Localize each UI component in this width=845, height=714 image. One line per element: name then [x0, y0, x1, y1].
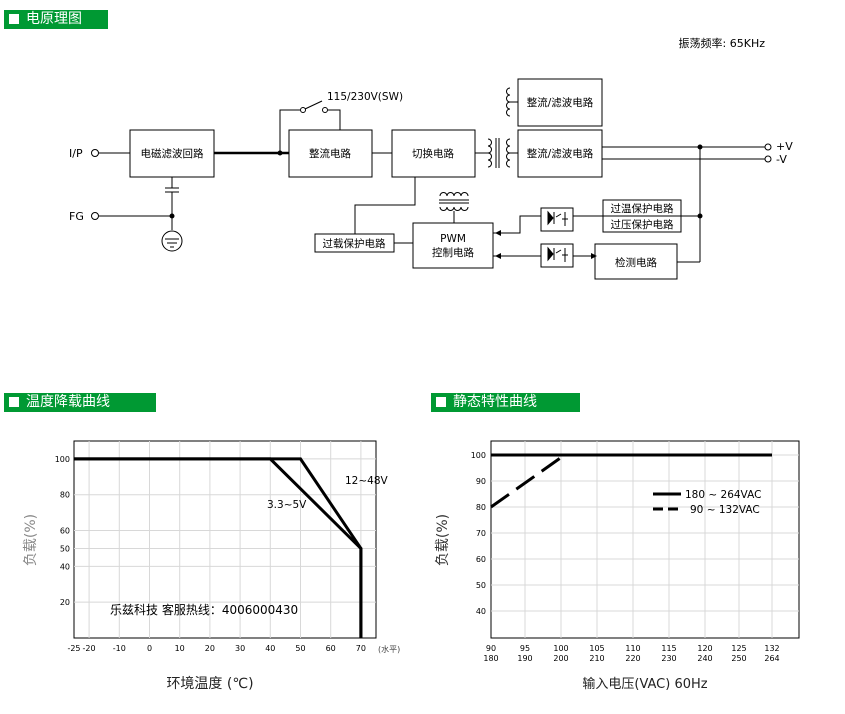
square-icon — [9, 397, 19, 407]
x-tick-label: 70 — [356, 644, 366, 653]
y-tick-label: 60 — [476, 555, 486, 564]
y-tick-label: 60 — [60, 527, 70, 536]
x-tick-label: 0 — [147, 644, 152, 653]
series-line-1 — [490, 453, 566, 509]
series-line-1 — [74, 457, 363, 638]
x-tick-label: -25 — [67, 644, 80, 653]
optocoupler-icon — [547, 210, 568, 226]
series-label-12-48v: 12~48V — [345, 475, 389, 487]
x-tick-label-bottom: 250 — [731, 654, 746, 663]
x-tick-label: 10 — [175, 644, 185, 653]
rect-filter-main-label: 整流/滤波电路 — [527, 147, 594, 160]
x-tick-label-bottom: 220 — [625, 654, 640, 663]
x-tick-label-top: 100 — [553, 644, 568, 653]
x-tick-label-top: 120 — [697, 644, 712, 653]
y-tick-label: 70 — [476, 529, 486, 538]
square-icon — [436, 397, 446, 407]
pwm-label-1: PWM — [440, 233, 466, 245]
x-axis-title: 输入电压(VAC) 60Hz — [582, 676, 707, 692]
chart-frame — [490, 440, 800, 639]
transformer-icon — [487, 138, 511, 168]
optocoupler-top — [540, 207, 574, 232]
x-tick-label-top: 132 — [764, 644, 779, 653]
x-tick-label-top: 115 — [661, 644, 676, 653]
section-title-circuit: 电原理图 — [26, 11, 82, 27]
ip-terminal — [91, 149, 99, 157]
x-tick-label-top: 125 — [731, 644, 746, 653]
y-tick-label: 50 — [476, 581, 486, 590]
rect-filter-top-label: 整流/滤波电路 — [527, 96, 594, 109]
emi-filter-label: 电磁滤波回路 — [141, 147, 204, 160]
x-tick-label-bottom: 190 — [517, 654, 532, 663]
y-axis-title: 负载(%) — [435, 514, 451, 566]
pwm-box — [412, 222, 494, 269]
y-tick-label: 80 — [476, 503, 486, 512]
section-header-derating: 温度降载曲线 — [4, 393, 156, 412]
x-tick-label-bottom: 264 — [764, 654, 779, 663]
vminus-label: -V — [776, 153, 787, 166]
hotline-annotation: 乐兹科技 客服热线：4006000430 — [110, 602, 298, 617]
x-tick-label: 30 — [235, 644, 245, 653]
x-tick-label-top: 90 — [486, 644, 496, 653]
section-header-static: 静态特性曲线 — [431, 393, 580, 412]
earth-icon — [161, 230, 183, 252]
fg-label: FG — [69, 210, 84, 223]
x-tick-label-bottom: 180 — [483, 654, 498, 663]
y-tick-label: 40 — [60, 562, 70, 571]
fg-terminal — [91, 212, 99, 220]
pwm-transformer-icon — [439, 192, 469, 223]
x-tick-label: -20 — [83, 644, 96, 653]
optocoupler-icon — [547, 246, 568, 262]
x-tick-label-bottom: 210 — [589, 654, 604, 663]
legend-label-180-264: 180 ~ 264VAC — [685, 489, 761, 501]
y-tick-label: 40 — [476, 607, 486, 616]
chart-frame — [73, 440, 377, 639]
x-tick-label-top: 110 — [625, 644, 640, 653]
y-tick-label: 100 — [471, 451, 486, 460]
oscillation-label: 振荡频率: 65KHz — [679, 36, 766, 50]
y-tick-label: 90 — [476, 477, 486, 486]
over-volt-label: 过压保护电路 — [611, 218, 674, 231]
x-axis-title: 环境温度 (℃) — [166, 676, 253, 692]
vplus-label: +V — [776, 140, 793, 153]
legend-label-90-132: 90 ~ 132VAC — [690, 504, 760, 516]
detect-label: 检测电路 — [615, 256, 657, 269]
section-title-derating: 温度降载曲线 — [26, 394, 110, 410]
y-tick-label: 80 — [60, 491, 70, 500]
square-icon — [9, 14, 19, 24]
x-tick-label-bottom: 230 — [661, 654, 676, 663]
x-tick-label-top: 105 — [589, 644, 604, 653]
over-temp-label: 过温保护电路 — [611, 202, 674, 215]
x-tick-label-bottom: 240 — [697, 654, 712, 663]
x-tick-label-top: 95 — [520, 644, 530, 653]
pwm-label-2: 控制电路 — [432, 246, 474, 259]
rectifier-label: 整流电路 — [309, 147, 351, 160]
x-unit-label: (水平) — [378, 644, 400, 654]
overload-label: 过载保护电路 — [323, 237, 386, 250]
y-tick-label: 100 — [55, 455, 70, 464]
switch-label: 115/230V(SW) — [327, 91, 403, 103]
y-tick-label: 20 — [60, 598, 70, 607]
x-tick-label: 40 — [265, 644, 275, 653]
section-title-static: 静态特性曲线 — [453, 394, 537, 410]
section-header-circuit: 电原理图 — [4, 10, 108, 29]
x-tick-label: 50 — [295, 644, 305, 653]
y-axis-title: 负载(%) — [23, 514, 39, 566]
x-tick-label-bottom: 200 — [553, 654, 568, 663]
legend: 180 ~ 264VAC 90 ~ 132VAC — [653, 489, 761, 516]
x-tick-label: 60 — [326, 644, 336, 653]
series-label-3-5v: 3.3~5V — [267, 499, 307, 511]
y-tick-label: 50 — [60, 544, 70, 553]
x-tick-label: -10 — [113, 644, 126, 653]
ip-label: I/P — [69, 147, 83, 160]
x-tick-label: 20 — [205, 644, 215, 653]
switching-label: 切换电路 — [412, 147, 454, 160]
aux-winding-icon — [506, 87, 518, 117]
